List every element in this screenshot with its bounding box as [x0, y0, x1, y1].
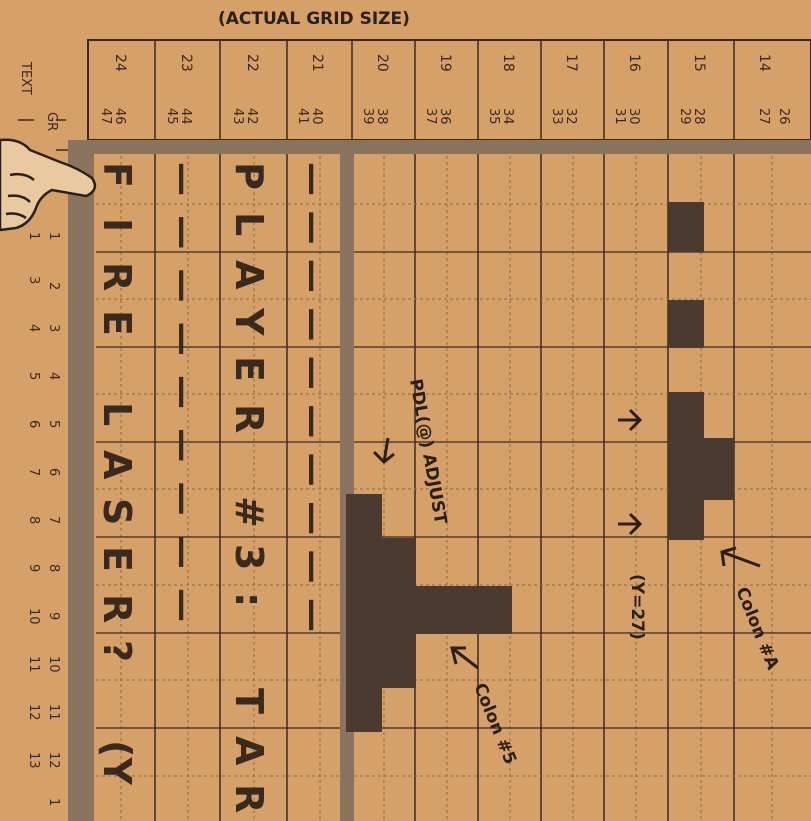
- svg-text:35: 35: [486, 108, 501, 125]
- svg-text:L: L: [95, 402, 139, 426]
- svg-text:36: 36: [437, 108, 452, 125]
- svg-text:45: 45: [164, 108, 179, 125]
- col-21: 21: [309, 54, 325, 72]
- col-22: 22: [244, 54, 260, 72]
- svg-text:F: F: [95, 162, 139, 188]
- svg-text:7: 7: [46, 516, 61, 524]
- svg-text:R: R: [227, 784, 271, 813]
- svg-text:13: 13: [26, 752, 41, 769]
- row23-dashes: — — — — — — — — —: [163, 162, 203, 622]
- svg-text:12: 12: [26, 704, 41, 721]
- svg-text:34: 34: [500, 108, 515, 125]
- svg-text:E: E: [95, 546, 139, 572]
- text-label: TEXT: [18, 61, 33, 95]
- svg-text:32: 32: [563, 108, 578, 125]
- svg-text:44: 44: [178, 108, 193, 125]
- svg-text:?: ?: [95, 640, 139, 662]
- svg-text:7: 7: [26, 468, 41, 476]
- svg-text:29: 29: [677, 108, 692, 125]
- svg-text:1: 1: [26, 232, 41, 240]
- svg-text:9: 9: [26, 564, 41, 572]
- svg-text:A: A: [227, 736, 271, 766]
- col-24: 24: [112, 54, 128, 72]
- svg-text:6: 6: [26, 420, 41, 428]
- svg-text:3: 3: [46, 324, 61, 332]
- svg-text:Y: Y: [227, 307, 271, 336]
- svg-text:I: I: [95, 218, 139, 232]
- svg-text:33: 33: [549, 108, 564, 125]
- svg-text:4: 4: [46, 372, 61, 380]
- svg-text:3: 3: [227, 544, 271, 570]
- svg-text:27: 27: [756, 108, 771, 125]
- svg-text:30: 30: [626, 108, 641, 125]
- svg-text:11: 11: [46, 704, 61, 721]
- svg-text:38: 38: [374, 108, 389, 125]
- svg-text:E: E: [227, 356, 271, 382]
- svg-text:R: R: [227, 404, 271, 433]
- svg-text:R: R: [95, 262, 139, 291]
- svg-text:E: E: [95, 310, 139, 336]
- svg-text:5: 5: [26, 372, 41, 380]
- svg-text:42: 42: [244, 108, 259, 125]
- col-17: 17: [563, 54, 579, 72]
- col-14: 14: [756, 54, 772, 72]
- y-eq-note: (Y=27): [627, 574, 647, 640]
- svg-text:46: 46: [112, 108, 127, 125]
- svg-text:43: 43: [230, 108, 245, 125]
- svg-text:39: 39: [360, 108, 375, 125]
- svg-text:9: 9: [46, 612, 61, 620]
- svg-text:41: 41: [295, 108, 310, 125]
- svg-text:37: 37: [423, 108, 438, 125]
- svg-text:11: 11: [26, 656, 41, 673]
- svg-text:R: R: [95, 594, 139, 623]
- svg-text::: :: [227, 592, 271, 607]
- svg-text:6: 6: [46, 468, 61, 476]
- svg-text:S: S: [95, 498, 139, 525]
- svg-text:10: 10: [46, 656, 61, 673]
- top-border-bar: [68, 140, 811, 154]
- left-border-bar: [68, 140, 94, 821]
- grid-title: (ACTUAL GRID SIZE): [218, 9, 410, 29]
- col-15: 15: [691, 54, 707, 72]
- svg-text:T: T: [227, 688, 271, 714]
- svg-text:2: 2: [46, 282, 61, 290]
- svg-text:(Y: (Y: [95, 740, 139, 785]
- col-23: 23: [178, 54, 194, 72]
- svg-text:47: 47: [98, 108, 113, 125]
- svg-text:8: 8: [26, 516, 41, 524]
- svg-text:5: 5: [46, 420, 61, 428]
- svg-text:A: A: [95, 450, 139, 480]
- gr-label: GR: [44, 112, 59, 131]
- svg-text:3: 3: [26, 276, 41, 284]
- svg-text:#: #: [227, 496, 271, 528]
- svg-text:28: 28: [691, 108, 706, 125]
- col-20: 20: [374, 54, 390, 72]
- col-16: 16: [626, 54, 642, 72]
- svg-text:1: 1: [46, 232, 61, 240]
- svg-text:A: A: [227, 260, 271, 290]
- svg-text:12: 12: [46, 752, 61, 769]
- svg-text:4: 4: [26, 324, 41, 332]
- svg-text:8: 8: [46, 564, 61, 572]
- svg-text:1: 1: [46, 798, 61, 806]
- col-19: 19: [437, 54, 453, 72]
- svg-text:L: L: [227, 212, 271, 236]
- svg-text:P: P: [227, 162, 271, 190]
- svg-text:31: 31: [612, 108, 627, 125]
- row21-dashes: — — — — — — — — — —: [293, 162, 333, 632]
- svg-text:10: 10: [26, 608, 41, 625]
- col-18: 18: [500, 54, 516, 72]
- svg-text:26: 26: [776, 108, 791, 125]
- svg-text:40: 40: [309, 108, 324, 125]
